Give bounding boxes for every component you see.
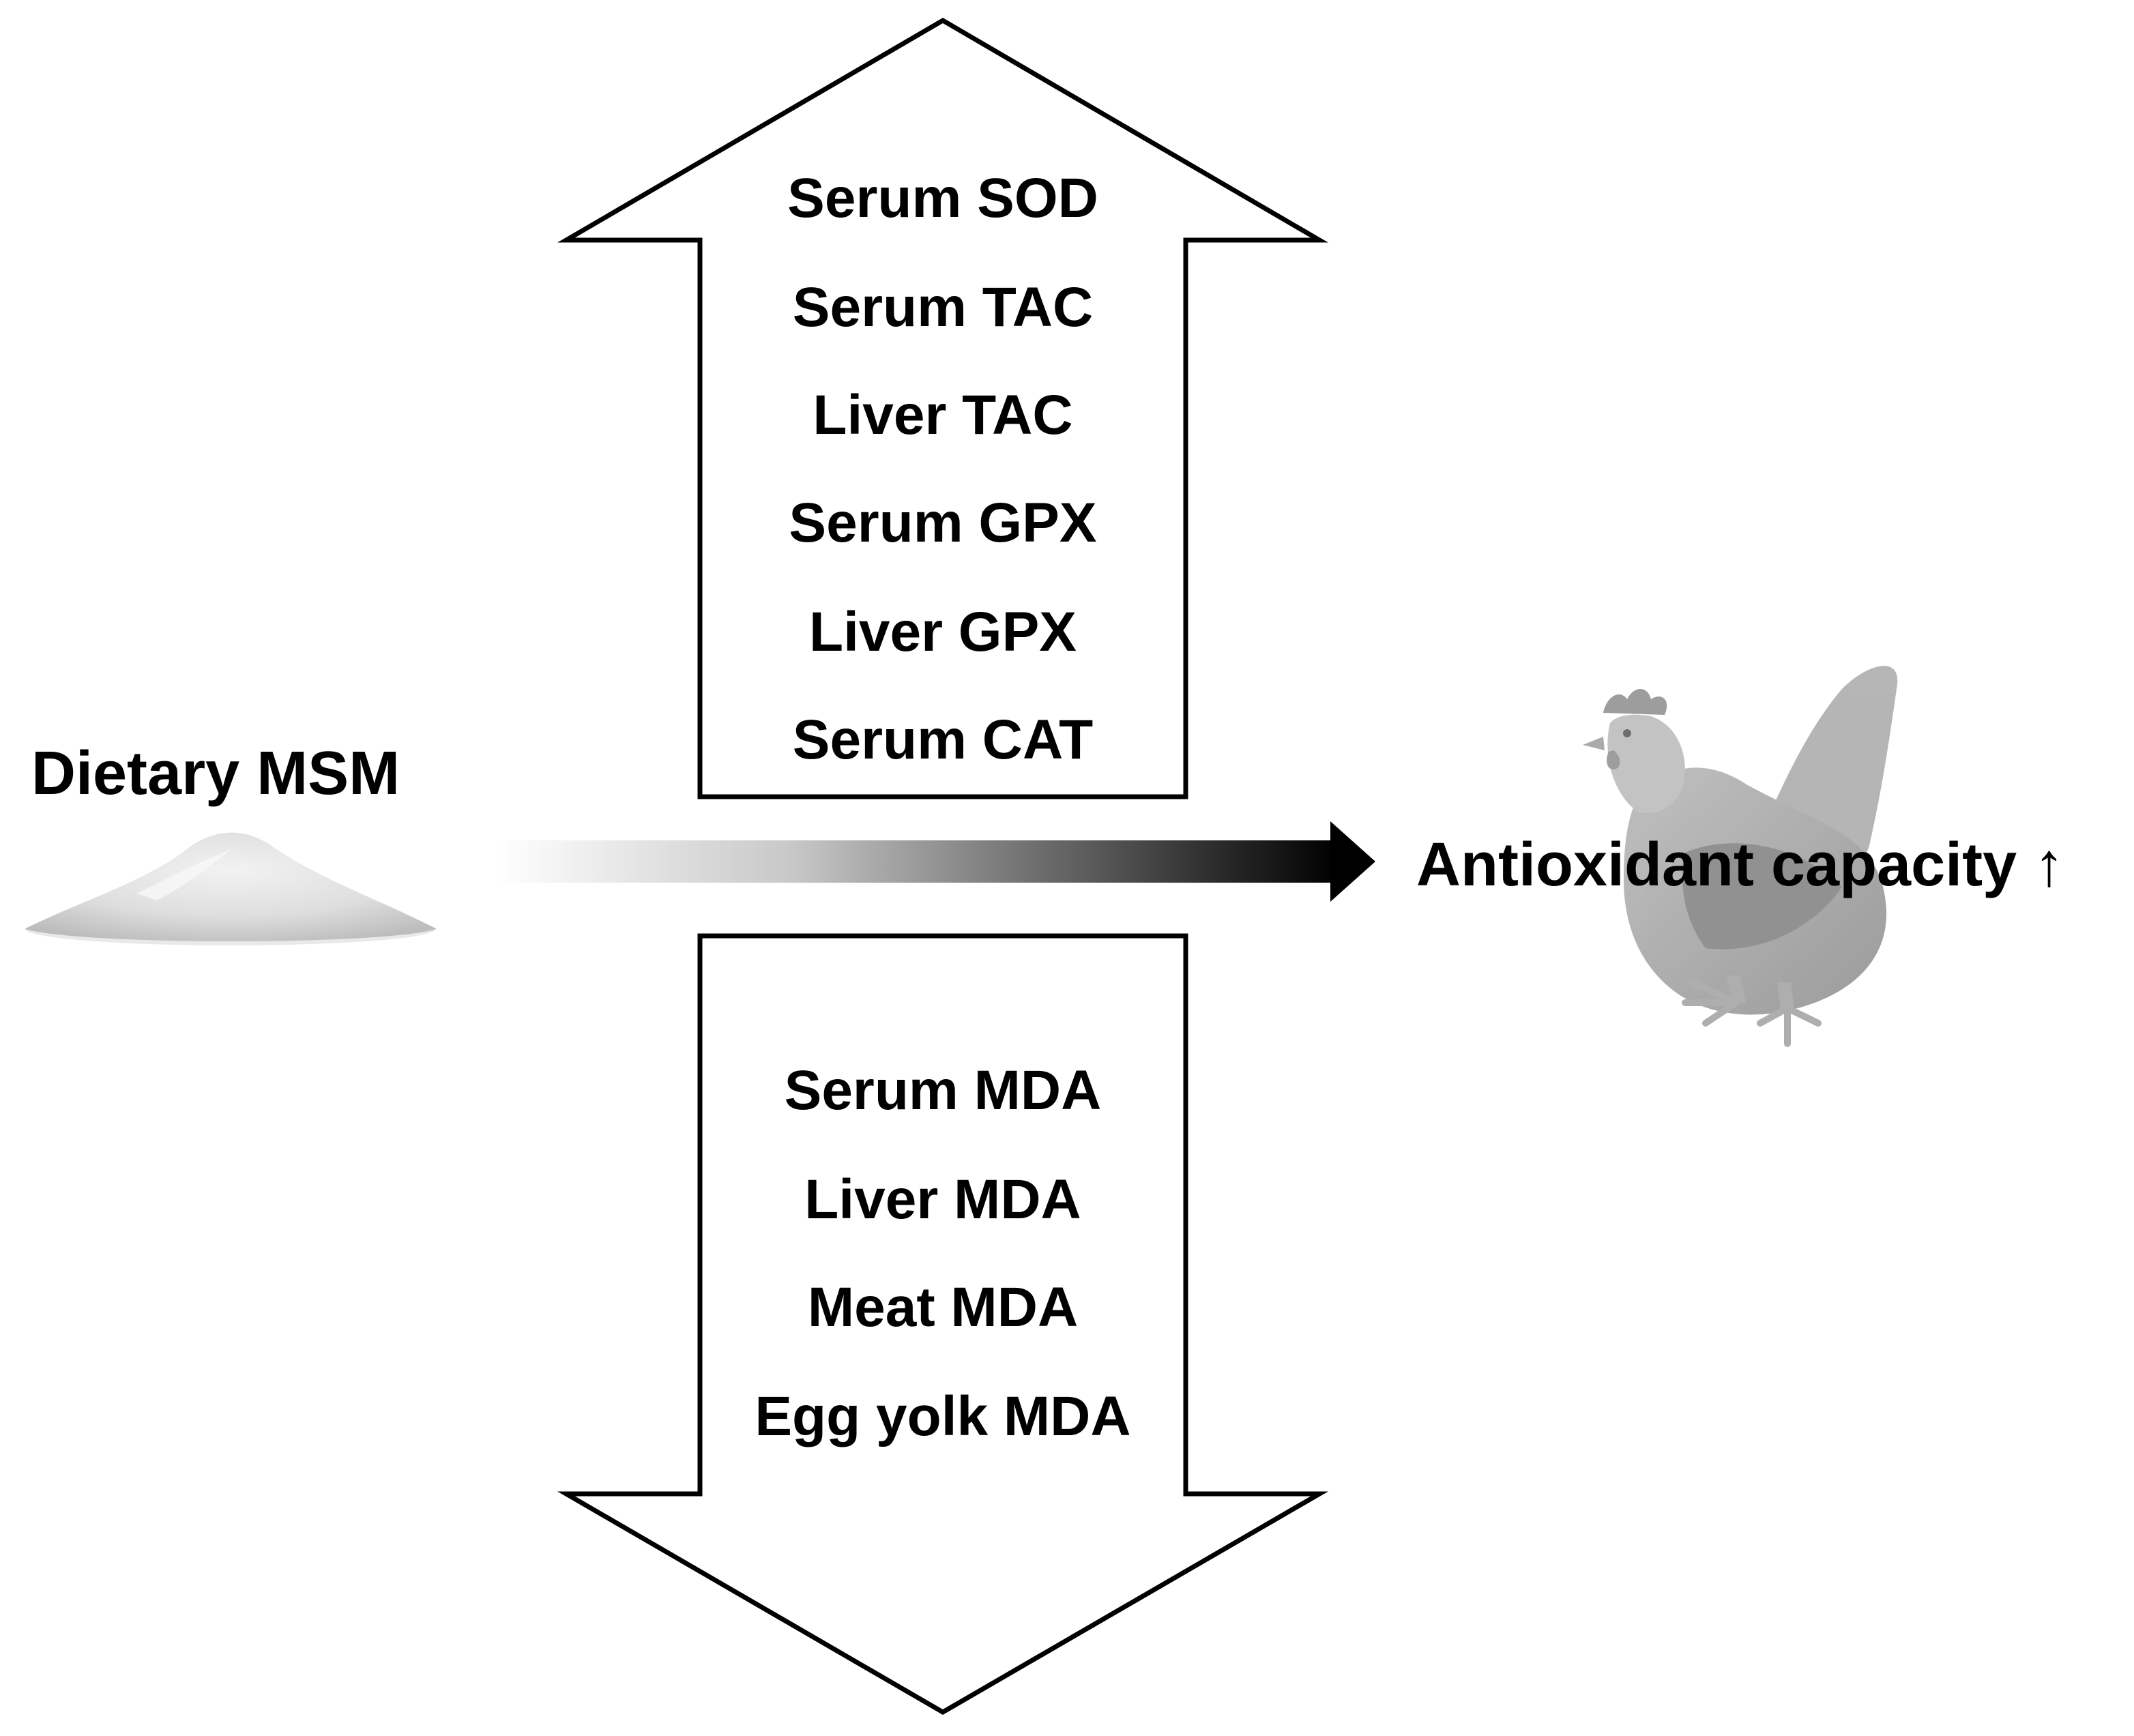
down-arrow-icon — [557, 933, 1329, 1716]
decreased-list: Serum MDA Liver MDA Meat MDA Egg yolk MD… — [755, 1059, 1130, 1447]
increased-list: Serum SOD Serum TAC Liver TAC Serum GPX … — [787, 167, 1098, 771]
decreased-item: Meat MDA — [808, 1276, 1078, 1338]
increased-item: Serum GPX — [789, 492, 1096, 554]
gradient-arrow-icon — [498, 821, 1375, 902]
up-arrow-icon — [557, 17, 1328, 799]
increased-item: Liver TAC — [813, 384, 1072, 446]
increased-item: Liver GPX — [809, 601, 1077, 663]
increased-item: Serum CAT — [793, 709, 1093, 771]
decreased-item: Serum MDA — [785, 1059, 1102, 1121]
decreased-item: Liver MDA — [804, 1168, 1081, 1231]
powder-pile-icon — [25, 832, 437, 945]
increased-item: Serum SOD — [787, 167, 1098, 229]
increased-item: Serum TAC — [793, 276, 1093, 338]
decreased-item: Egg yolk MDA — [755, 1385, 1130, 1447]
source-label: Dietary MSM — [31, 739, 400, 808]
outcome-label: Antioxidant capacity ↑ — [1416, 831, 2064, 899]
hen-icon — [1583, 666, 1898, 1047]
